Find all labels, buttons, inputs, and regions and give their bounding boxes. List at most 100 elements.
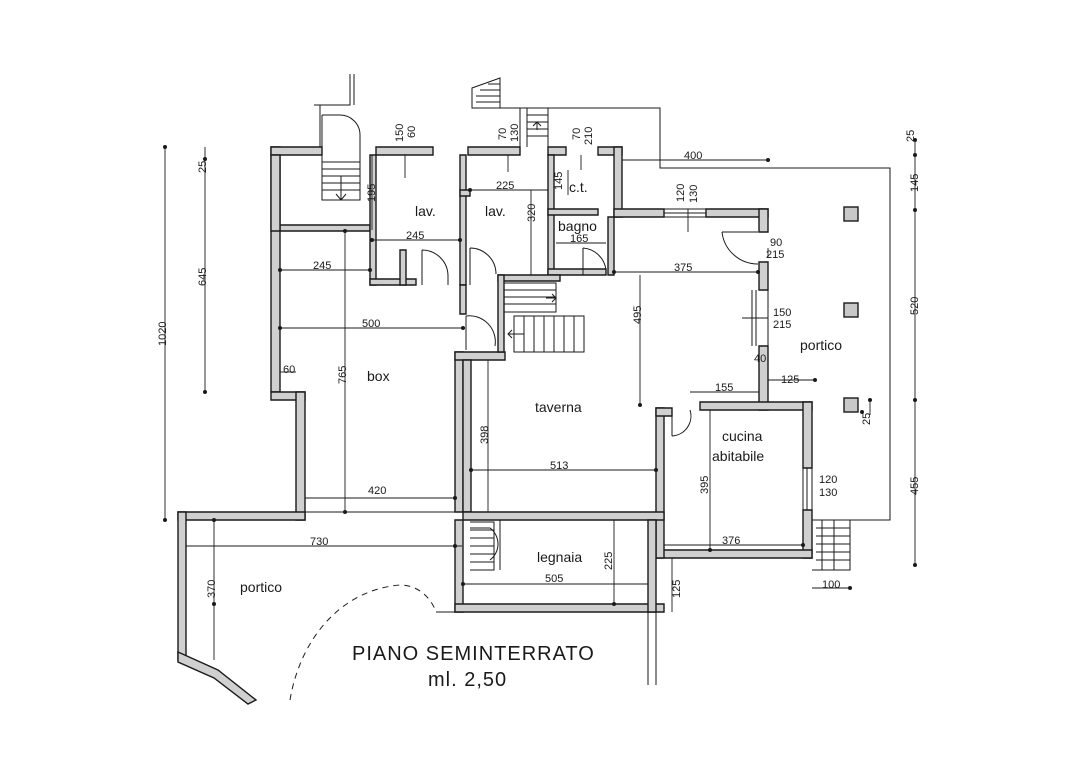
wall-north-4	[547, 146, 567, 156]
walls	[177, 146, 813, 705]
wall-portico-south-diag	[177, 650, 258, 705]
dim-25a: 25	[905, 130, 917, 142]
wall-int-10	[607, 216, 615, 276]
dim-150b: 150	[773, 307, 791, 319]
room-legnaia: legnaia	[537, 549, 582, 565]
dim-400: 400	[684, 150, 702, 162]
dim-730: 730	[310, 536, 328, 548]
dim-60b: 60	[283, 364, 295, 376]
wall-taverna-north	[613, 208, 665, 218]
dim-765: 765	[337, 366, 349, 384]
wall-legnaia-south	[454, 603, 665, 613]
dimension-lines	[163, 138, 917, 660]
wall-int-9	[547, 268, 607, 276]
wall-int-8	[547, 208, 599, 216]
wall-int-12	[497, 274, 505, 353]
wall-cucina-north	[699, 401, 813, 411]
dim-645: 645	[197, 268, 209, 286]
plan-title: PIANO SEMINTERRATO	[352, 643, 595, 665]
wall-portico-south-top	[177, 511, 306, 521]
dim-225b: 225	[603, 552, 615, 570]
dim-60: 60	[406, 126, 418, 138]
stair-east	[812, 519, 851, 571]
dim-376: 376	[722, 535, 740, 547]
room-taverna: taverna	[535, 399, 582, 415]
dim-495: 495	[632, 306, 644, 324]
wall-cucina-west	[655, 407, 665, 559]
dim-225a: 225	[496, 180, 514, 192]
dim-210: 210	[583, 127, 595, 145]
wall-int-1	[279, 224, 371, 232]
wall-box-sw-2	[295, 391, 306, 521]
room-cucina-line2: abitabile	[712, 448, 764, 464]
dim-215a: 215	[766, 249, 784, 261]
wall-box-east	[454, 351, 464, 513]
room-cucina-line1: cucina	[722, 428, 763, 444]
dim-25c: 25	[197, 161, 209, 173]
room-bagno: bagno	[558, 218, 597, 234]
dim-245b: 245	[406, 230, 424, 242]
dim-513: 513	[550, 460, 568, 472]
portico-arc	[289, 584, 437, 701]
wall-int-3	[369, 278, 417, 286]
dim-320: 320	[526, 204, 538, 222]
wall-ct-east	[613, 146, 623, 218]
dim-40: 40	[754, 353, 766, 365]
dim-245a: 245	[313, 260, 331, 272]
wall-east-2	[758, 261, 769, 291]
room-portico-south: portico	[240, 579, 282, 595]
dim-130a: 130	[509, 124, 521, 142]
wall-north-3	[467, 146, 521, 156]
room-lav-1: lav.	[415, 203, 436, 219]
wall-int-11	[497, 274, 561, 282]
wall-legnaia-east	[647, 519, 657, 613]
dimension-texts: 150 60 70 130 70 210 25 145 520 455 25 1…	[157, 124, 921, 598]
wall-box-east-top	[454, 351, 506, 361]
dim-215b: 215	[773, 319, 791, 331]
dim-70b: 70	[571, 128, 583, 140]
portico-pillars	[843, 206, 859, 413]
dim-100: 100	[822, 579, 840, 591]
dim-500: 500	[362, 318, 380, 330]
dim-130c: 130	[819, 487, 837, 499]
dim-155: 155	[715, 382, 733, 394]
wall-cucina-east-1	[802, 401, 813, 469]
room-box: box	[367, 368, 390, 384]
room-portico-east: portico	[800, 337, 842, 353]
wall-cucina-south	[655, 549, 813, 559]
dim-505: 505	[545, 573, 563, 585]
wall-int-2	[369, 154, 377, 286]
dim-150: 150	[394, 124, 406, 142]
dim-90: 90	[770, 237, 782, 249]
dim-455: 455	[909, 477, 921, 495]
dim-120a: 120	[675, 184, 687, 202]
dim-420: 420	[368, 485, 386, 497]
dim-520: 520	[909, 297, 921, 315]
dim-120b: 120	[819, 474, 837, 486]
dim-370: 370	[206, 580, 218, 598]
pillar-1	[843, 206, 859, 222]
wall-int-4	[399, 249, 407, 286]
wall-east-1	[758, 208, 769, 233]
dim-130b: 130	[688, 185, 700, 203]
wall-int-5	[459, 154, 467, 286]
wall-int-6	[459, 189, 471, 197]
room-ct: c.t.	[569, 179, 588, 195]
dim-398: 398	[479, 426, 491, 444]
dim-25b: 25	[861, 413, 873, 425]
room-lav-2: lav.	[485, 203, 506, 219]
room-labels: lav. lav. c.t. bagno box taverna cucina …	[240, 179, 842, 595]
pillar-2	[843, 302, 859, 318]
wall-int-13	[459, 284, 467, 315]
dim-145a: 145	[909, 174, 921, 192]
dim-375: 375	[674, 262, 692, 274]
dim-395: 395	[699, 476, 711, 494]
pillar-3	[843, 397, 859, 413]
dim-70a: 70	[497, 128, 509, 140]
dim-145b: 145	[553, 172, 565, 190]
wall-legnaia-west	[454, 519, 464, 613]
dim-195: 195	[366, 184, 378, 202]
wall-portico-south-west	[177, 511, 187, 661]
dim-125a: 125	[781, 374, 799, 386]
